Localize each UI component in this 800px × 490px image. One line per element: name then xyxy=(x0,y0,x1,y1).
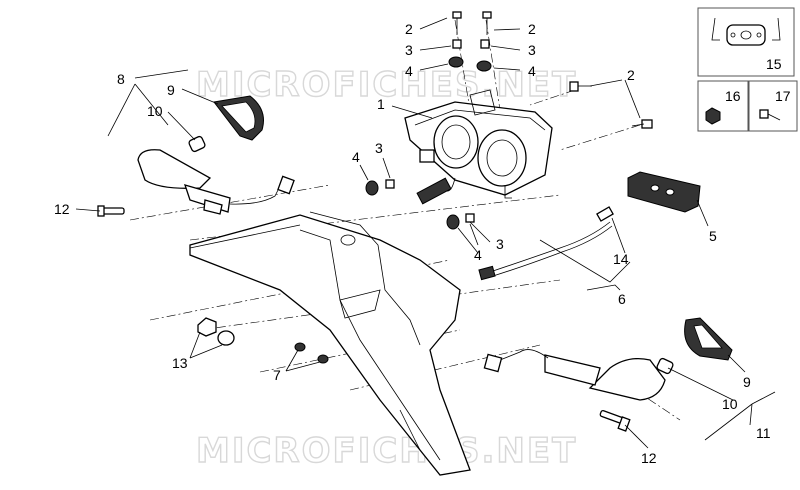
callout-5: 5 xyxy=(709,228,717,244)
callout-2-top-left: 2 xyxy=(405,21,413,37)
callout-3-top-right: 3 xyxy=(528,42,536,58)
left-turn-indicator xyxy=(137,149,295,215)
callout-8: 8 xyxy=(117,71,125,87)
callout-13: 13 xyxy=(172,355,188,371)
callout-9-right: 9 xyxy=(743,374,751,390)
fasteners xyxy=(197,11,653,364)
left-bulb xyxy=(188,135,206,153)
callout-numbers: 1 2 2 2 3 3 3 3 4 4 4 4 5 6 7 8 9 9 10 1… xyxy=(54,21,791,466)
inset-box-17 xyxy=(748,80,798,132)
license-light-cable xyxy=(478,206,614,281)
callout-14: 14 xyxy=(613,251,629,267)
left-screw xyxy=(97,205,125,217)
callout-12-left: 12 xyxy=(54,201,70,217)
callout-10-right: 10 xyxy=(722,396,738,412)
callout-11: 11 xyxy=(756,425,771,441)
callout-7: 7 xyxy=(273,367,281,383)
right-turn-indicator xyxy=(483,349,666,401)
watermark-top: MICROFICHES.NET xyxy=(196,65,577,105)
right-bulb xyxy=(656,357,674,375)
callout-10-left: 10 xyxy=(147,103,163,119)
right-screw xyxy=(599,409,631,432)
callout-4-top-right: 4 xyxy=(528,63,536,79)
callout-9-left: 9 xyxy=(167,82,175,98)
left-lens xyxy=(213,95,264,141)
callout-1: 1 xyxy=(377,96,385,112)
watermark-bottom: MICROFICHES.NET xyxy=(196,431,577,471)
callout-4-top-left: 4 xyxy=(405,63,413,79)
license-plate-light xyxy=(627,171,701,213)
callout-4-mid-left: 4 xyxy=(352,149,360,165)
callout-3-top-left: 3 xyxy=(405,42,413,58)
callout-2-side: 2 xyxy=(627,67,635,83)
callout-15: 15 xyxy=(766,56,782,72)
right-lens xyxy=(684,317,733,361)
inset-gasket-15 xyxy=(726,24,766,46)
callout-3-mid-right: 3 xyxy=(496,236,504,252)
callout-3-mid-left: 3 xyxy=(375,140,383,156)
leader-lines xyxy=(75,17,776,449)
callout-16: 16 xyxy=(725,88,741,104)
tail-light-assembly xyxy=(404,89,553,205)
inset-nut-16 xyxy=(705,107,721,125)
callout-12-right: 12 xyxy=(641,450,657,466)
plate-holder-mudguard xyxy=(189,211,471,476)
callout-6: 6 xyxy=(618,291,626,307)
callout-2-top-right: 2 xyxy=(528,21,536,37)
callout-4-mid-right: 4 xyxy=(474,247,482,263)
inset-box-16 xyxy=(697,80,749,132)
inset-screw-17 xyxy=(759,109,769,119)
callout-17: 17 xyxy=(775,88,791,104)
